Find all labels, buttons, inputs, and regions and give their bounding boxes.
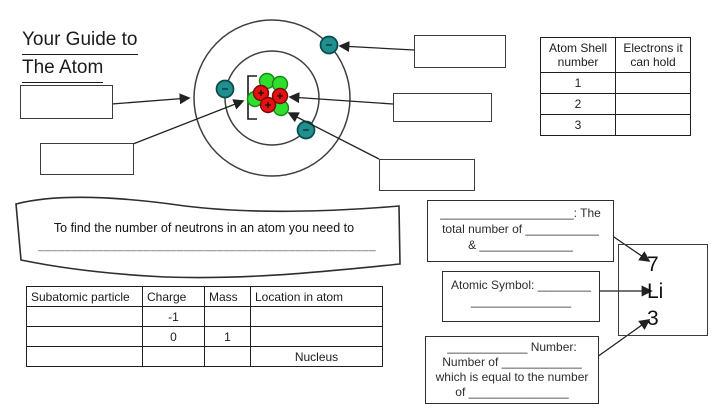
mass-number-definition-box: ____________________: The total number o… xyxy=(427,200,614,262)
charge-cell: -1 xyxy=(142,306,205,327)
subatomic-particle-table: Subatomic particle Charge Mass Location … xyxy=(26,286,383,367)
label-arrow-outer-shell xyxy=(111,93,191,105)
mass-cell: 1 xyxy=(204,326,251,347)
column-header: Charge xyxy=(142,286,205,307)
outer-shell-ring xyxy=(193,19,351,177)
label-arrow-nucleus-bracket xyxy=(132,99,245,145)
capacity-answer-cell[interactable] xyxy=(615,114,691,136)
table-row: -1 xyxy=(26,306,383,327)
shell-number-cell: 1 xyxy=(540,72,616,94)
arrow-to-mass-number xyxy=(610,234,651,262)
neutron-instruction-text: To find the number of neutrons in an ato… xyxy=(53,221,355,235)
answer-box-proton[interactable] xyxy=(393,93,492,122)
column-header: Electrons it can hold xyxy=(615,37,691,73)
table-row: 2 xyxy=(540,93,691,115)
atomic-number-definition-box: ____________ Number: Number of _________… xyxy=(425,336,599,404)
plus-icon xyxy=(277,93,283,99)
label-arrow-electron xyxy=(338,40,415,53)
particle-answer-cell[interactable] xyxy=(26,326,143,347)
atomic-symbol-box: Atomic Symbol: ________ _______________ xyxy=(442,271,600,322)
answer-box-nucleus[interactable] xyxy=(40,143,134,175)
note-line: which is equal to the number xyxy=(435,370,589,384)
answer-box-electron[interactable] xyxy=(414,35,506,68)
electrons xyxy=(215,35,339,140)
note-line: Atomic Symbol: ________ xyxy=(451,278,592,292)
isotope-notation-box: 7 Li 3 xyxy=(618,244,708,336)
charge-answer-cell[interactable] xyxy=(142,346,205,367)
note-line: & ______________ xyxy=(468,238,573,252)
note-line: _______________ xyxy=(470,294,572,308)
column-header: Mass xyxy=(204,286,251,307)
page-title-line2: The Atom xyxy=(22,55,104,83)
page-title-line1: Your Guide to xyxy=(22,27,138,55)
shell-number-cell: 3 xyxy=(540,114,616,136)
atom-diagram xyxy=(193,19,351,177)
label-arrow-neutron xyxy=(287,112,380,160)
answer-box-outer-shell[interactable] xyxy=(20,85,113,119)
shell-capacity-table: Atom Shell number Electrons it can hold … xyxy=(540,37,691,136)
note-line: ____________ Number: xyxy=(447,340,577,354)
shell-number-cell: 2 xyxy=(540,93,616,115)
mass-answer-cell[interactable] xyxy=(204,306,251,327)
note-line: Number of ____________ xyxy=(442,355,582,369)
answer-box-neutron[interactable] xyxy=(379,159,475,191)
column-header: Atom Shell number xyxy=(540,37,616,73)
label-arrow-proton xyxy=(288,92,394,105)
note-line: total number of ___________ xyxy=(442,222,599,236)
location-cell: Nucleus xyxy=(250,346,383,367)
capacity-answer-cell[interactable] xyxy=(615,93,691,115)
page-title: Your Guide to The Atom xyxy=(22,27,138,83)
particle-answer-cell[interactable] xyxy=(26,346,143,367)
location-answer-cell[interactable] xyxy=(250,306,383,327)
neutron-instruction-blank[interactable]: ________________________________________… xyxy=(38,240,376,252)
note-line: ____________________: The xyxy=(440,206,601,220)
plus-icon xyxy=(265,102,271,108)
table-header-row: Subatomic particle Charge Mass Location … xyxy=(26,286,383,307)
atomic-number-value: 3 xyxy=(647,307,659,330)
nucleus xyxy=(246,72,290,117)
mass-answer-cell[interactable] xyxy=(204,346,251,367)
table-row: 0 1 xyxy=(26,326,383,347)
ribbon-shape xyxy=(15,196,401,279)
column-header: Subatomic particle xyxy=(26,286,143,307)
table-row: Nucleus xyxy=(26,346,383,367)
table-header-row: Atom Shell number Electrons it can hold xyxy=(540,37,691,73)
column-header: Location in atom xyxy=(250,286,383,307)
charge-cell: 0 xyxy=(142,326,205,347)
element-symbol: Li xyxy=(647,280,664,303)
plus-icon xyxy=(258,90,264,96)
table-row: 1 xyxy=(540,72,691,94)
particle-answer-cell[interactable] xyxy=(26,306,143,327)
capacity-answer-cell[interactable] xyxy=(615,72,691,94)
mass-number-value: 7 xyxy=(647,253,659,276)
table-row: 3 xyxy=(540,114,691,136)
note-line: of _______________ xyxy=(455,385,569,399)
arrow-to-atomic-number xyxy=(596,319,651,358)
location-answer-cell[interactable] xyxy=(250,326,383,347)
